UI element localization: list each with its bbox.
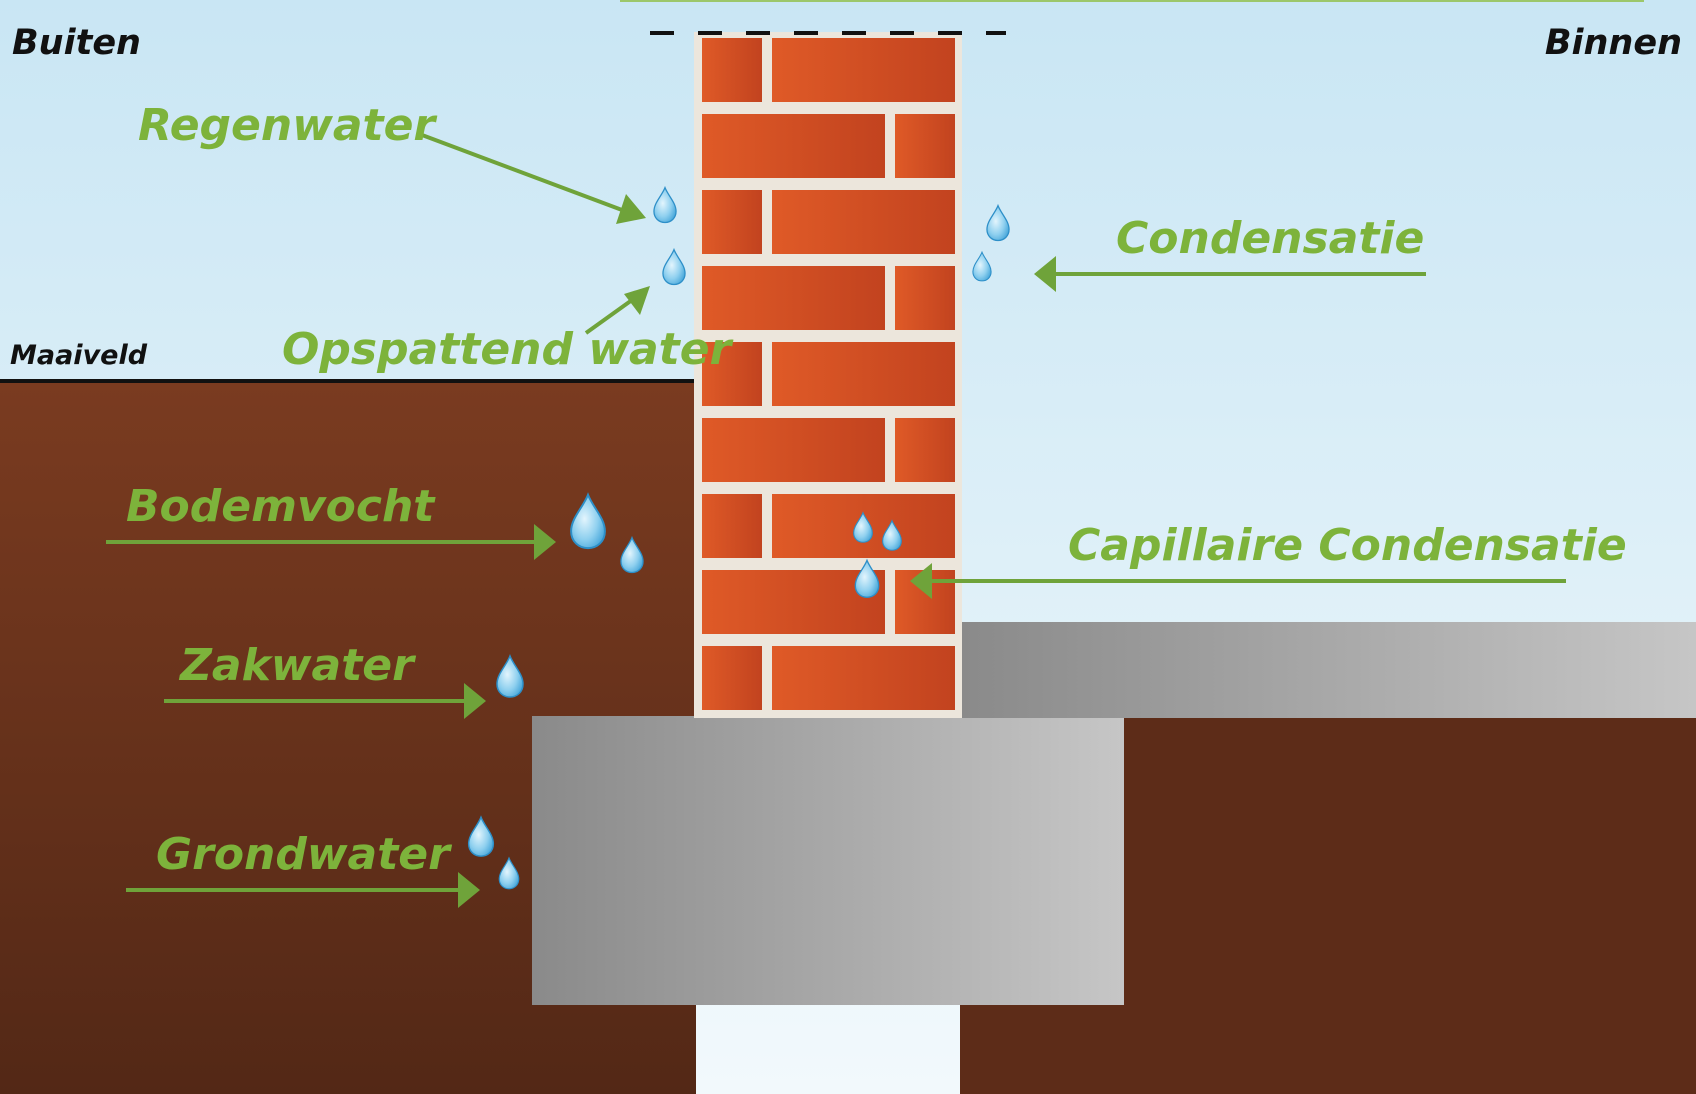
brick xyxy=(702,114,885,178)
splash-arrow xyxy=(584,286,650,335)
splash-label: Opspattend water xyxy=(282,324,734,375)
inside-label: Binnen xyxy=(1545,23,1682,63)
brick xyxy=(702,418,885,482)
brick xyxy=(702,646,762,710)
top-accent-line xyxy=(620,0,1644,2)
rain-label: Regenwater xyxy=(138,100,437,151)
brick xyxy=(772,190,955,254)
groundwater-label: Grondwater xyxy=(156,829,452,880)
condensation-label: Condensatie xyxy=(1116,213,1424,264)
outside-label: Buiten xyxy=(12,23,141,63)
arrows xyxy=(106,133,1566,908)
foundation-footing xyxy=(532,716,1124,1005)
brick xyxy=(895,114,955,178)
brick xyxy=(702,190,762,254)
capillary-arrow xyxy=(910,563,1566,599)
brick xyxy=(895,418,955,482)
soil-moisture-label: Bodemvocht xyxy=(126,481,436,532)
brick xyxy=(772,646,955,710)
bricks xyxy=(702,38,955,710)
condensation-arrow xyxy=(1034,256,1426,292)
brick xyxy=(772,38,955,102)
groundwater-arrow xyxy=(126,872,480,908)
capillary-label: Capillaire Condensatie xyxy=(1068,520,1627,571)
brick xyxy=(702,494,762,558)
soil-moisture-arrow xyxy=(106,524,556,560)
brick xyxy=(702,570,885,634)
brick-wall xyxy=(694,32,962,718)
ground-level-label: Maaiveld xyxy=(10,340,148,371)
seepage-arrow xyxy=(164,683,486,719)
floor-slab xyxy=(962,622,1696,718)
rain-arrow xyxy=(421,133,646,224)
brick xyxy=(702,266,885,330)
brick xyxy=(702,342,762,406)
ground-level-line xyxy=(0,379,696,383)
seepage-label: Zakwater xyxy=(178,640,416,691)
brick xyxy=(702,38,762,102)
brick xyxy=(895,266,955,330)
brick xyxy=(772,342,955,406)
